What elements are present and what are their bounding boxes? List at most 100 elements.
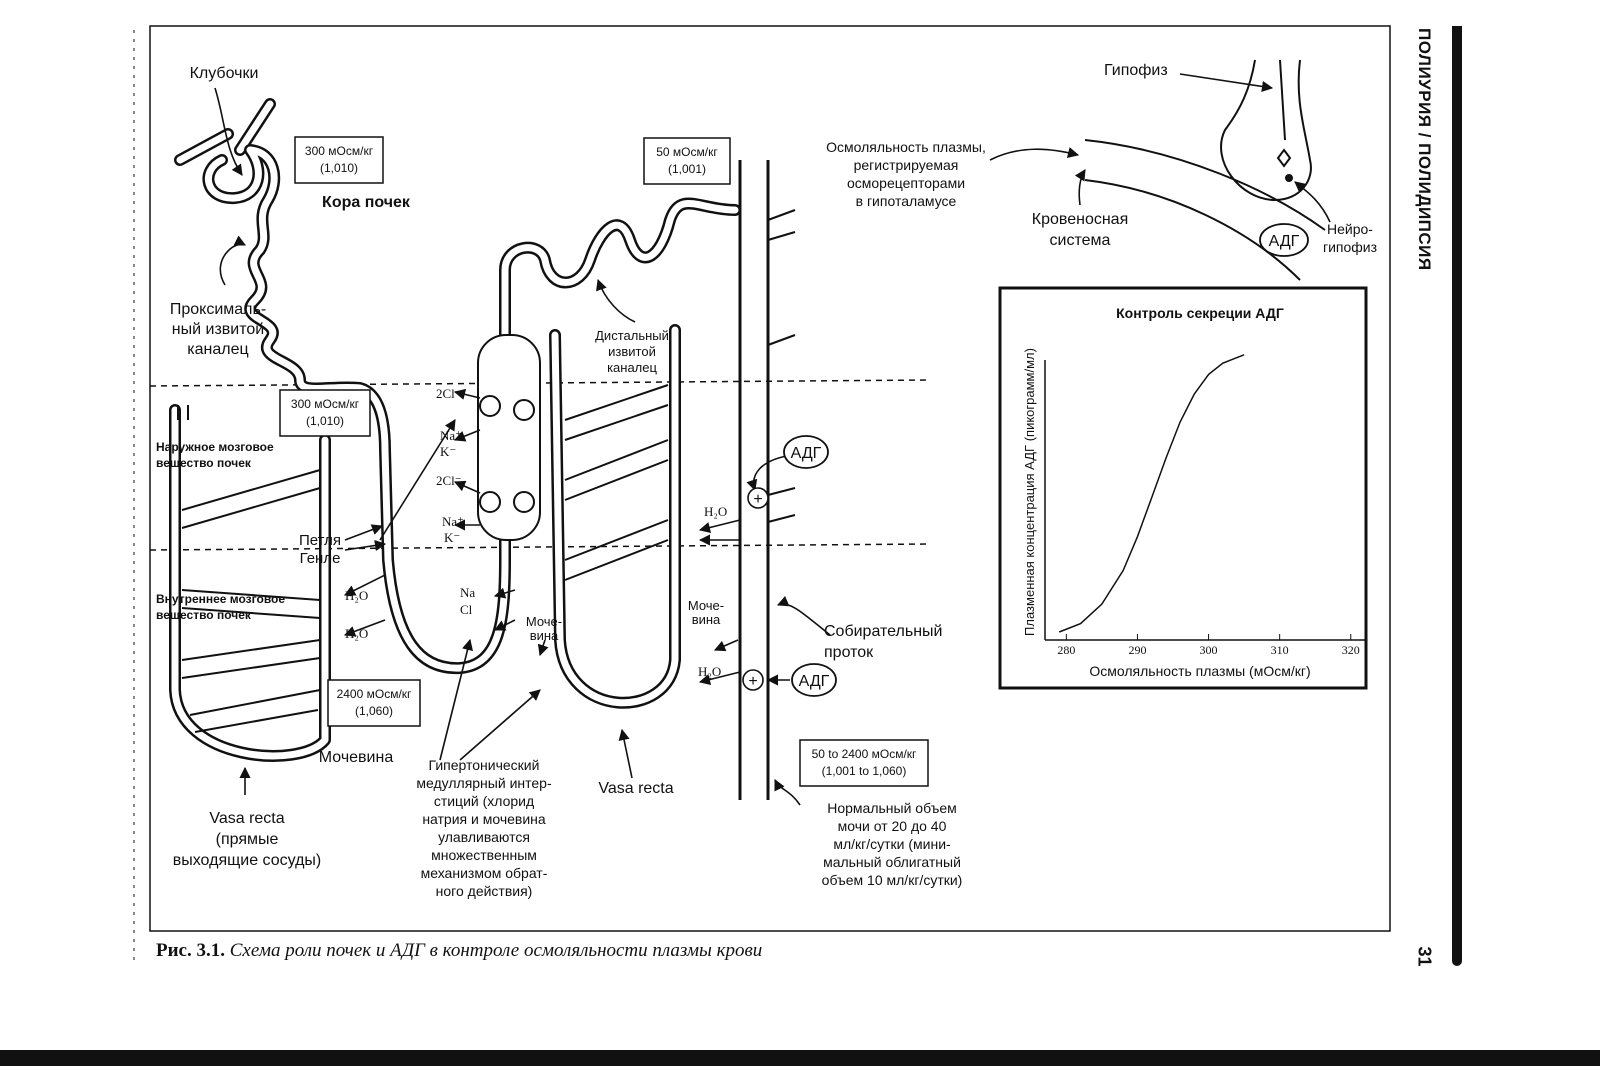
collecting-label: Собирательный проток [824,623,942,661]
svg-text:медуллярный интер-: медуллярный интер- [416,775,552,791]
osm-box-300-top: 300 мОсм/кг (1,010) [294,136,384,184]
h2o-label: H₂O [345,626,368,641]
pituitary-label: Гипофиз [1104,62,1168,79]
arrow-nacl [493,587,516,599]
svg-text:выходящие сосуды): выходящие сосуды) [173,852,322,869]
page-number: 31 [1414,946,1435,967]
arrow-hypertonic-1 [439,638,473,761]
outer-inner-medulla-boundary [149,543,931,551]
svg-text:механизмом обрат-: механизмом обрат- [421,865,548,881]
svg-text:система: система [1050,232,1111,249]
vasa-recta-left-label: Vasa recta (прямые выходящие сосуды) [173,810,322,869]
svg-text:гипофиз: гипофиз [1323,239,1377,255]
svg-text:Моче-: Моче- [688,598,724,613]
svg-text:мочи от 20 до 40: мочи от 20 до 40 [838,818,947,834]
arrow-h2o-duct [698,519,741,533]
arrow-distal [596,278,636,323]
adh-pituitary: АДГ [1259,223,1309,257]
svg-text:объем 10 мл/кг/сутки): объем 10 мл/кг/сутки) [822,872,963,888]
svg-text:множественным: множественным [431,847,537,863]
k-label: K⁻ [440,444,456,459]
plus-lower: + [742,669,764,691]
hypertonic-label: Гипертонический медуллярный интер- стици… [416,757,552,899]
arrow-h2o-duct-3 [698,671,741,685]
figure-frame [149,25,1391,932]
svg-text:Наружное мозговое: Наружное мозговое [156,440,274,454]
transporter-circle [479,491,501,513]
svg-text:вещество почек: вещество почек [156,608,252,622]
arrow-h2o-2 [343,619,386,637]
x-axis-label: Осмоляльность плазмы (мОсм/кг) [1089,663,1310,679]
svg-text:(прямые: (прямые [216,831,279,848]
normal-urine-label: Нормальный объем мочи от 20 до 40 мл/кг/… [822,800,963,888]
svg-text:каналец: каналец [607,360,657,375]
blood-system-label: Кровеносная система [1032,211,1128,249]
transporter-circle [479,395,501,417]
svg-text:300 мОсм/кг: 300 мОсм/кг [291,397,360,411]
svg-text:2400 мОсм/кг: 2400 мОсм/кг [337,687,412,701]
svg-text:в гипоталамусе: в гипоталамусе [856,193,957,209]
svg-text:стиций (хлорид: стиций (хлорид [434,793,534,809]
caption-text: Схема роли почек и АДГ в контроле осмоля… [229,940,763,961]
cl2-label: 2Cl⁻ [436,386,462,401]
na-plain-label: Na [460,585,475,600]
na-label: Na⁺ [440,428,462,443]
svg-text:50 to 2400 мОсм/кг: 50 to 2400 мОсм/кг [812,747,917,761]
svg-text:+: + [753,491,762,508]
adh-label: АДГ [1269,233,1300,250]
arrow-nak-1 [453,429,481,442]
svg-text:Внутреннее мозговое: Внутреннее мозговое [156,592,285,606]
svg-text:Кровеносная: Кровеносная [1032,211,1128,228]
proximal-tubule [174,98,741,675]
osm-box-50: 50 мОсм/кг (1,001) [643,137,731,185]
svg-text:50 мОсм/кг: 50 мОсм/кг [656,145,718,159]
svg-text:каналец: каналец [187,341,248,358]
page-bottom-rule [0,1050,1600,1066]
svg-text:вина: вина [530,628,559,643]
arrow-adh-1 [746,454,793,492]
x-tick-label: 310 [1271,643,1289,657]
adh-secretion-chart: Контроль секреции АДГ Осмоляльность плаз… [998,286,1368,690]
arrow-glomeruli [214,87,243,176]
glomeruli-label: Клубочки [190,65,259,82]
transporter-circle [513,399,535,421]
svg-text:(1,010): (1,010) [306,414,344,428]
osm-box-300-mid: 300 мОсм/кг (1,010) [279,389,371,437]
vasa-recta-middle [549,324,681,709]
arrow-h2o-1 [343,574,386,596]
x-tick-label: 280 [1057,643,1075,657]
h2o-label: H₂O [698,664,721,679]
arrow-urea-mid [537,639,549,657]
arrow-urine [774,778,801,806]
svg-text:Нормальный объем: Нормальный объем [827,800,957,816]
running-head: ПОЛИУРИЯ / ПОЛИДИПСИЯ [1415,28,1434,271]
na-label: Na⁺ [442,514,464,529]
svg-text:Собирательный: Собирательный [824,623,942,640]
h2o-label: H₂O [704,504,727,519]
svg-text:натрия и мочевина: натрия и мочевина [422,811,546,827]
arrow-nacl-2 [493,619,516,631]
svg-text:(1,001): (1,001) [668,162,706,176]
svg-text:вещество почек: вещество почек [156,456,252,470]
series-line [1058,354,1245,633]
y-axis-label: Плазменная концентрация АДГ (пикограмм/м… [1022,348,1037,636]
caption-label: Рис. 3.1. [156,940,225,961]
chart-border [998,286,1368,690]
urea-duct-label: Моче- вина [688,598,724,627]
vasa-recta-label: Vasa recta [598,780,673,797]
svg-text:осморецепторами: осморецепторами [847,175,965,191]
figure-caption: Рис. 3.1. Схема роли почек и АДГ в контр… [156,940,762,962]
arrow-2cl-1 [453,388,481,400]
urea-label: Мочевина [319,749,394,766]
cl2-label: 2Cl⁻ [436,473,462,488]
osm-box-2400: 2400 мОсм/кг (1,060) [327,679,421,727]
arrow-henle-2 [344,539,387,552]
arrow-urea-duct [713,639,739,652]
cl-plain-label: Cl [460,602,473,617]
svg-text:(1,001 to 1,060): (1,001 to 1,060) [822,764,907,778]
svg-text:мл/кг/сутки (мини-: мл/кг/сутки (мини- [833,836,951,852]
arrow-blood [1074,169,1086,206]
proximal-label: Проксималь- ный извитой каналец [170,301,266,358]
